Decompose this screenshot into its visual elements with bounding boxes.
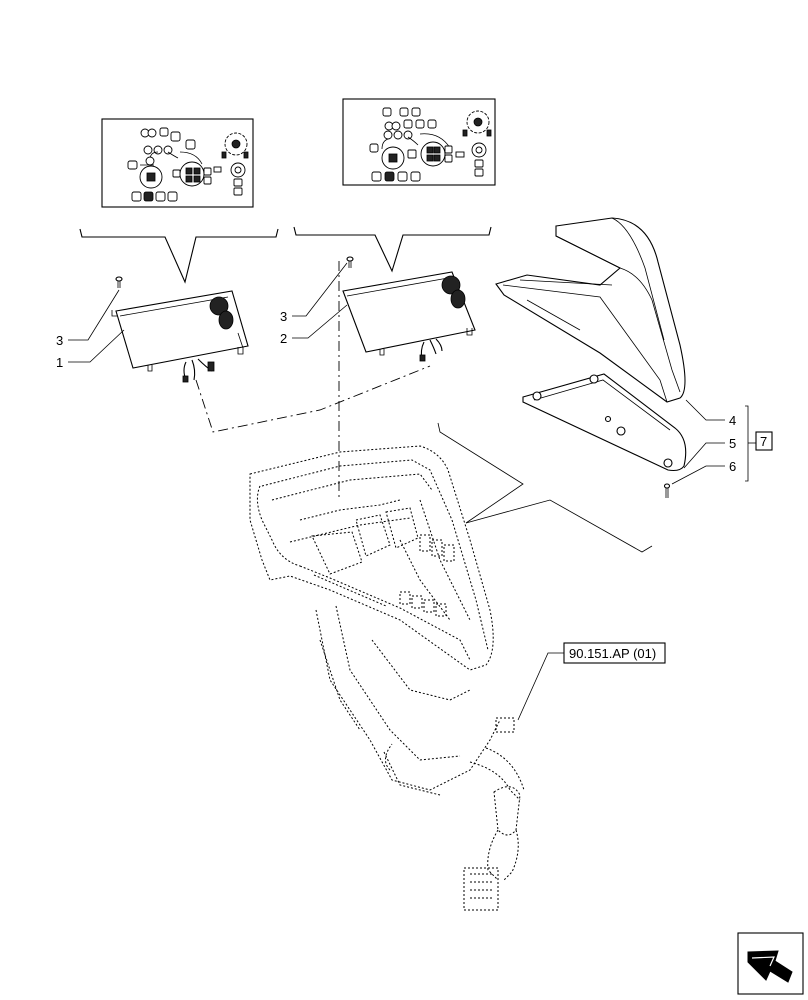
callout-3-right: 3 — [280, 309, 287, 324]
group-label: 7 — [760, 434, 767, 449]
screw-left — [115, 276, 123, 288]
callout-5: 5 — [729, 436, 736, 451]
reference-box[interactable] — [563, 642, 666, 664]
console-switch-row — [399, 534, 455, 617]
console-pointer-lines — [437, 422, 653, 553]
callout-1: 1 — [56, 355, 63, 370]
callout-2: 2 — [280, 331, 287, 346]
group-label-box — [755, 431, 773, 451]
leaders-left — [68, 262, 348, 363]
console-housing — [249, 445, 525, 911]
switch-module-left — [111, 290, 249, 383]
decal-symbols-right — [369, 107, 492, 182]
callout-6: 6 — [729, 459, 736, 474]
cover-screw — [663, 483, 671, 498]
reference-label[interactable]: 90.151.AP (01) — [569, 646, 656, 661]
decal-panel-left — [101, 118, 254, 208]
cover-gasket-plate — [522, 373, 687, 472]
navigation-arrow-icon[interactable] — [737, 932, 804, 995]
decal-bracket-left — [79, 228, 279, 284]
screw-right — [346, 256, 354, 268]
switch-module-right — [342, 271, 476, 362]
armrest-cover — [495, 217, 686, 403]
decal-symbols-left — [127, 127, 249, 202]
leaders-right — [671, 399, 756, 485]
callout-4: 4 — [729, 413, 736, 428]
assembly-lines — [195, 261, 431, 500]
reference-leader — [517, 652, 564, 721]
decal-bracket-right — [293, 226, 492, 273]
callout-3-left: 3 — [56, 333, 63, 348]
decal-panel-right — [342, 98, 496, 186]
